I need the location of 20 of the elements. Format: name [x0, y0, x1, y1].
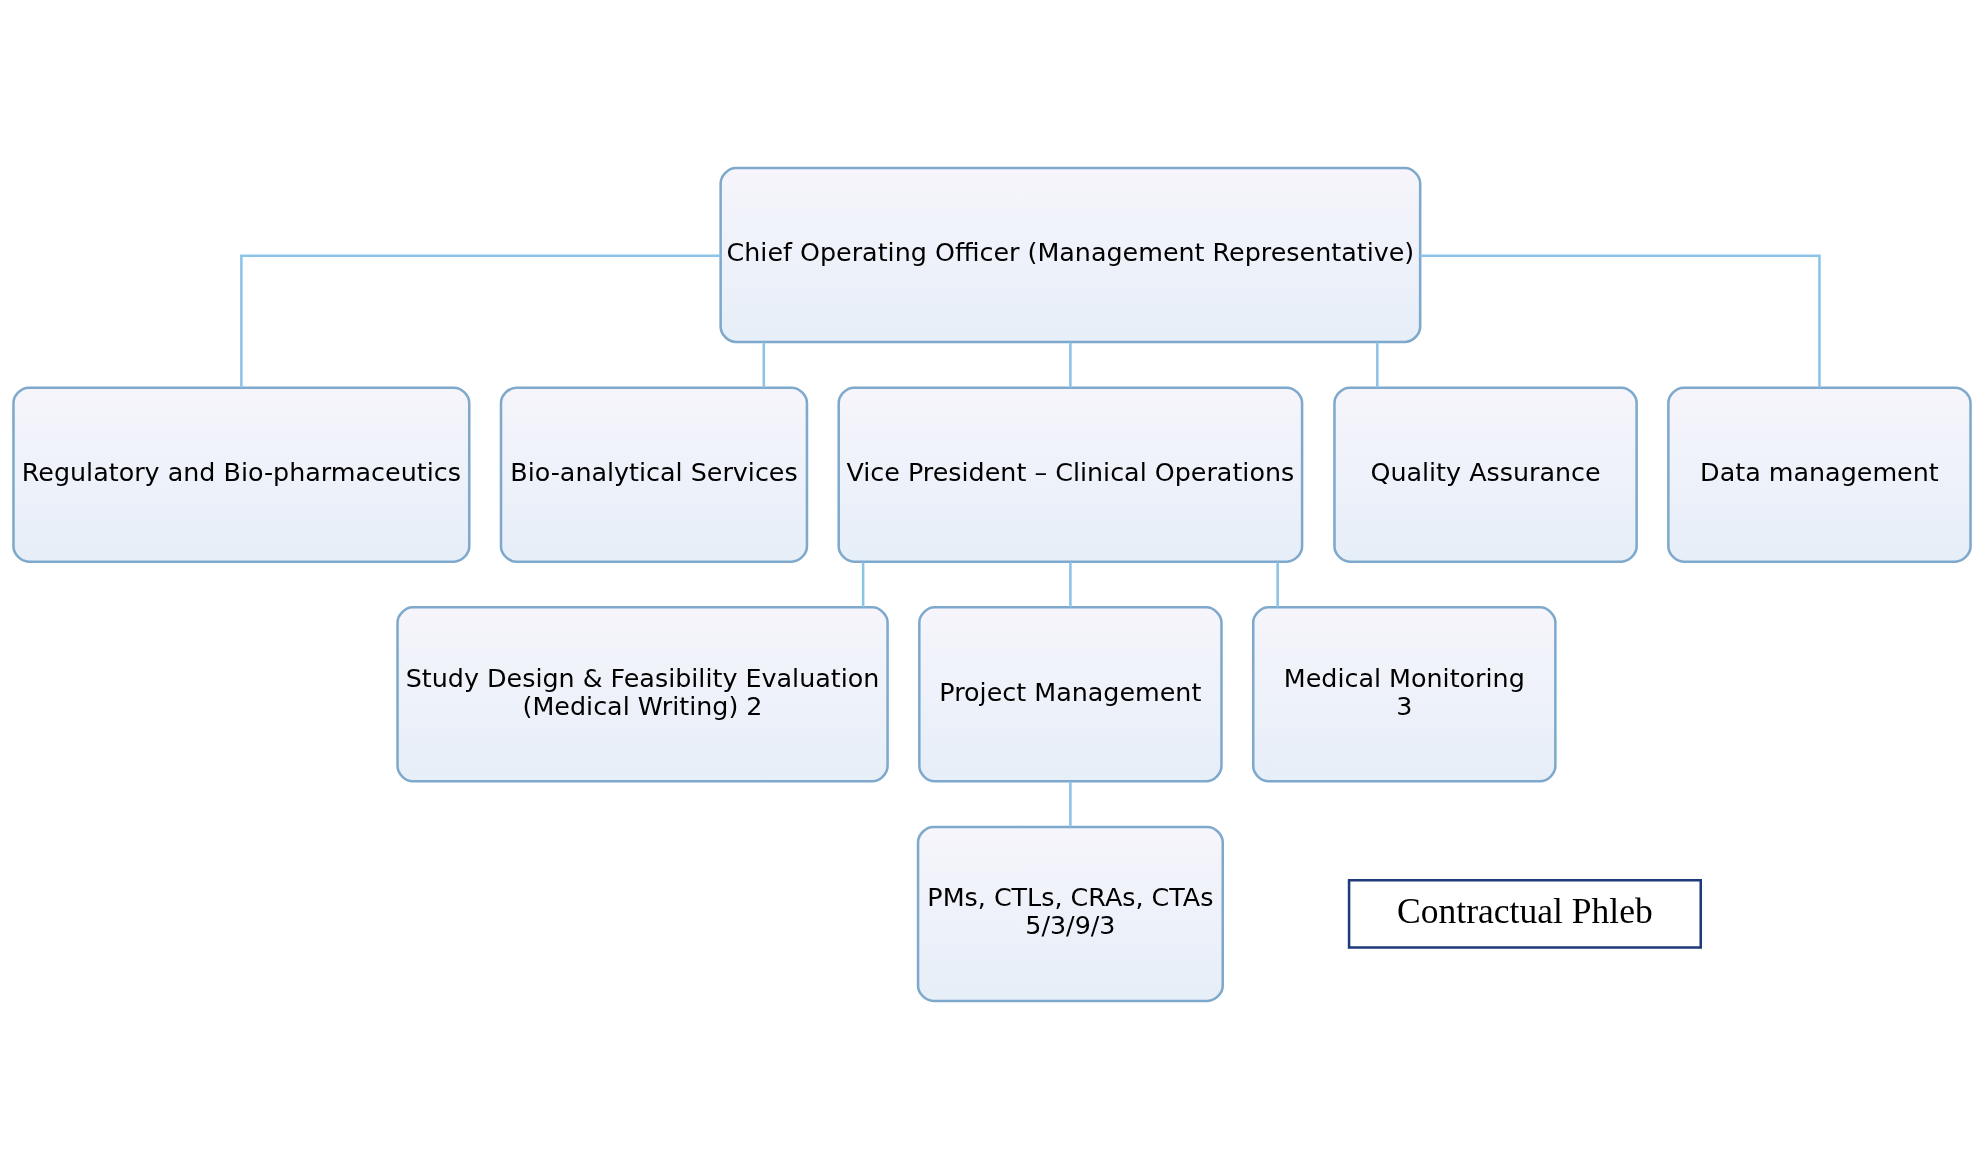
node-box: Data management	[1667, 385, 1972, 563]
node-box: Bio-analytical Services	[499, 385, 809, 563]
node-box: PMs, CTLs, CRAs, CTAs 5/3/9/3	[916, 825, 1224, 1002]
connector	[1376, 342, 1379, 388]
connector	[1276, 561, 1279, 607]
node-box: Study Design & Feasibility Evaluation (Medical Writing) 2	[396, 605, 889, 783]
connector	[240, 253, 721, 387]
node-box: Vice President – Clinical Operations	[837, 385, 1304, 563]
node-box: Chief Operating Officer (Management Representative)	[719, 166, 1422, 343]
connector	[762, 342, 766, 388]
connector	[1420, 253, 1821, 387]
connector	[1069, 342, 1072, 388]
connector	[861, 561, 865, 607]
node-box: Project Management	[918, 605, 1223, 783]
connector	[1069, 781, 1072, 827]
node-box: Contractual Phleb	[1347, 878, 1702, 949]
node-box: Medical Monitoring 3	[1251, 605, 1557, 783]
connector	[1069, 561, 1072, 607]
node-box: Quality Assurance	[1333, 385, 1638, 563]
node-box: Regulatory and Bio-pharmaceutics	[12, 385, 471, 563]
